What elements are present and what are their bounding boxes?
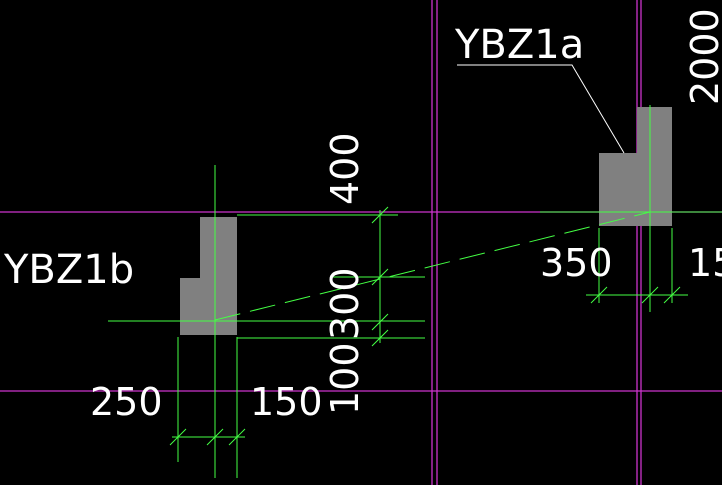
column-ybz1b [180,217,237,335]
dim-tick-5 [169,428,187,446]
dim-tick-4 [371,329,389,347]
label-ybz1a: YBZ1a [454,22,584,68]
dim-tick-7 [228,428,246,446]
dim-tick-10 [663,286,681,304]
dim-text-150-right: 150 [688,241,722,285]
dim-tick-9 [641,286,659,304]
dim-tick-1 [371,206,389,224]
dimension-lines [108,105,722,478]
dim-text-100: 100 [323,342,367,415]
label-ybz1b: YBZ1b [3,247,134,293]
dim-tick-8 [590,286,608,304]
column-ybz1a [599,107,672,226]
dim-text-400: 400 [323,132,367,205]
dim-text-150-left: 150 [250,380,323,424]
leader-ybz1a [457,64,625,154]
leader-line [457,64,625,154]
dim-tick-2 [371,268,389,286]
dim-text-2000: 2000 [683,8,722,105]
dim-text-250: 250 [90,380,163,424]
dim-tick-6 [206,428,224,446]
diagonal-dashed-line [214,211,651,321]
dim-tick-3 [371,313,389,331]
dim-text-350: 350 [540,241,613,285]
dim-text-300: 300 [323,267,367,340]
columns [180,107,672,335]
